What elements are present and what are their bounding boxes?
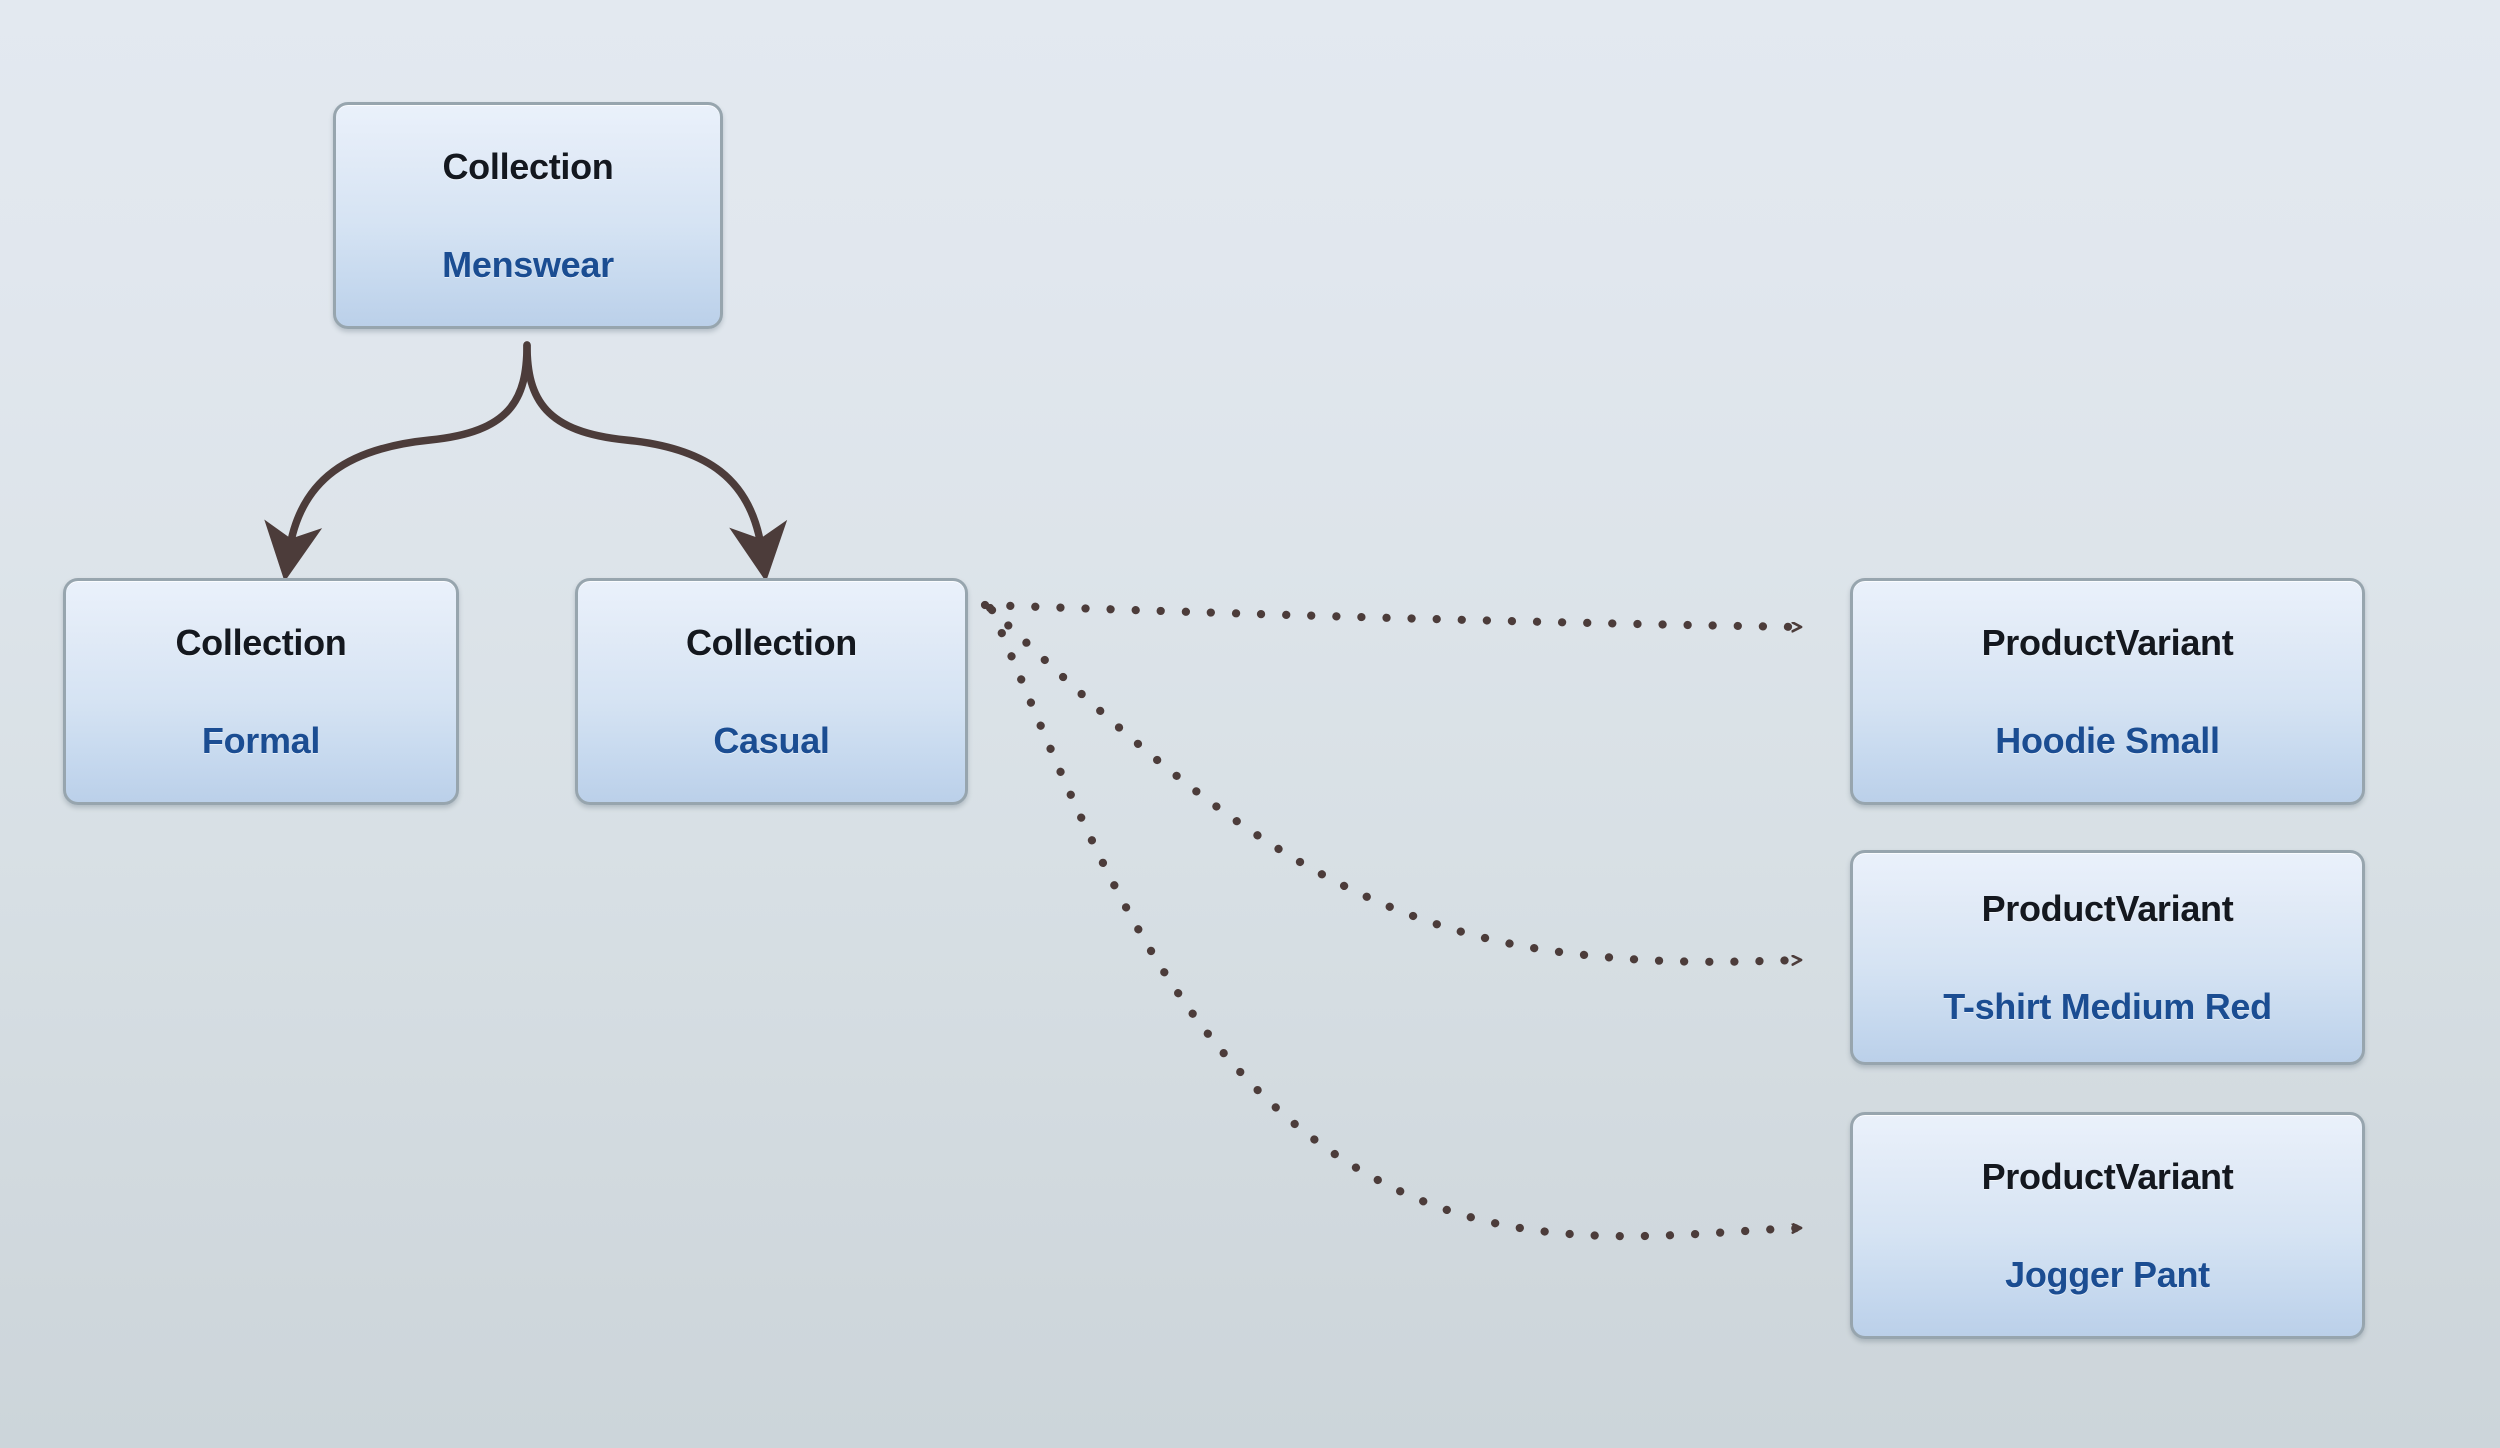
node-value-label: Menswear xyxy=(442,243,614,285)
node-productvariant-jogger-pant[interactable]: ProductVariant Jogger Pant xyxy=(1850,1112,2365,1339)
node-type-label: ProductVariant xyxy=(1981,887,2234,929)
edge-menswear-to-casual xyxy=(523,341,788,582)
node-value-label: T-shirt Medium Red xyxy=(1943,985,2272,1027)
node-type-label: ProductVariant xyxy=(1981,1155,2234,1197)
node-collection-formal[interactable]: Collection Formal xyxy=(63,578,459,805)
node-productvariant-hoodie-small[interactable]: ProductVariant Hoodie Small xyxy=(1850,578,2365,805)
edge-casual-to-jogger-pant xyxy=(987,605,1805,1241)
node-collection-casual[interactable]: Collection Casual xyxy=(575,578,968,805)
node-value-label: Jogger Pant xyxy=(2005,1253,2210,1295)
node-type-label: Collection xyxy=(175,621,347,663)
node-productvariant-tshirt-medium-red[interactable]: ProductVariant T-shirt Medium Red xyxy=(1850,850,2365,1065)
node-type-label: Collection xyxy=(442,145,614,187)
edge-casual-to-hoodie-small xyxy=(980,600,1805,627)
node-type-label: Collection xyxy=(685,621,857,663)
edge-casual-to-tshirt-medium-red xyxy=(985,603,1805,962)
node-value-label: Formal xyxy=(201,719,321,761)
node-value-label: Casual xyxy=(713,719,830,761)
node-value-label: Hoodie Small xyxy=(1995,719,2220,761)
node-type-label: ProductVariant xyxy=(1981,621,2234,663)
node-collection-menswear[interactable]: Collection Menswear xyxy=(333,102,723,329)
edge-menswear-to-formal xyxy=(264,341,531,582)
